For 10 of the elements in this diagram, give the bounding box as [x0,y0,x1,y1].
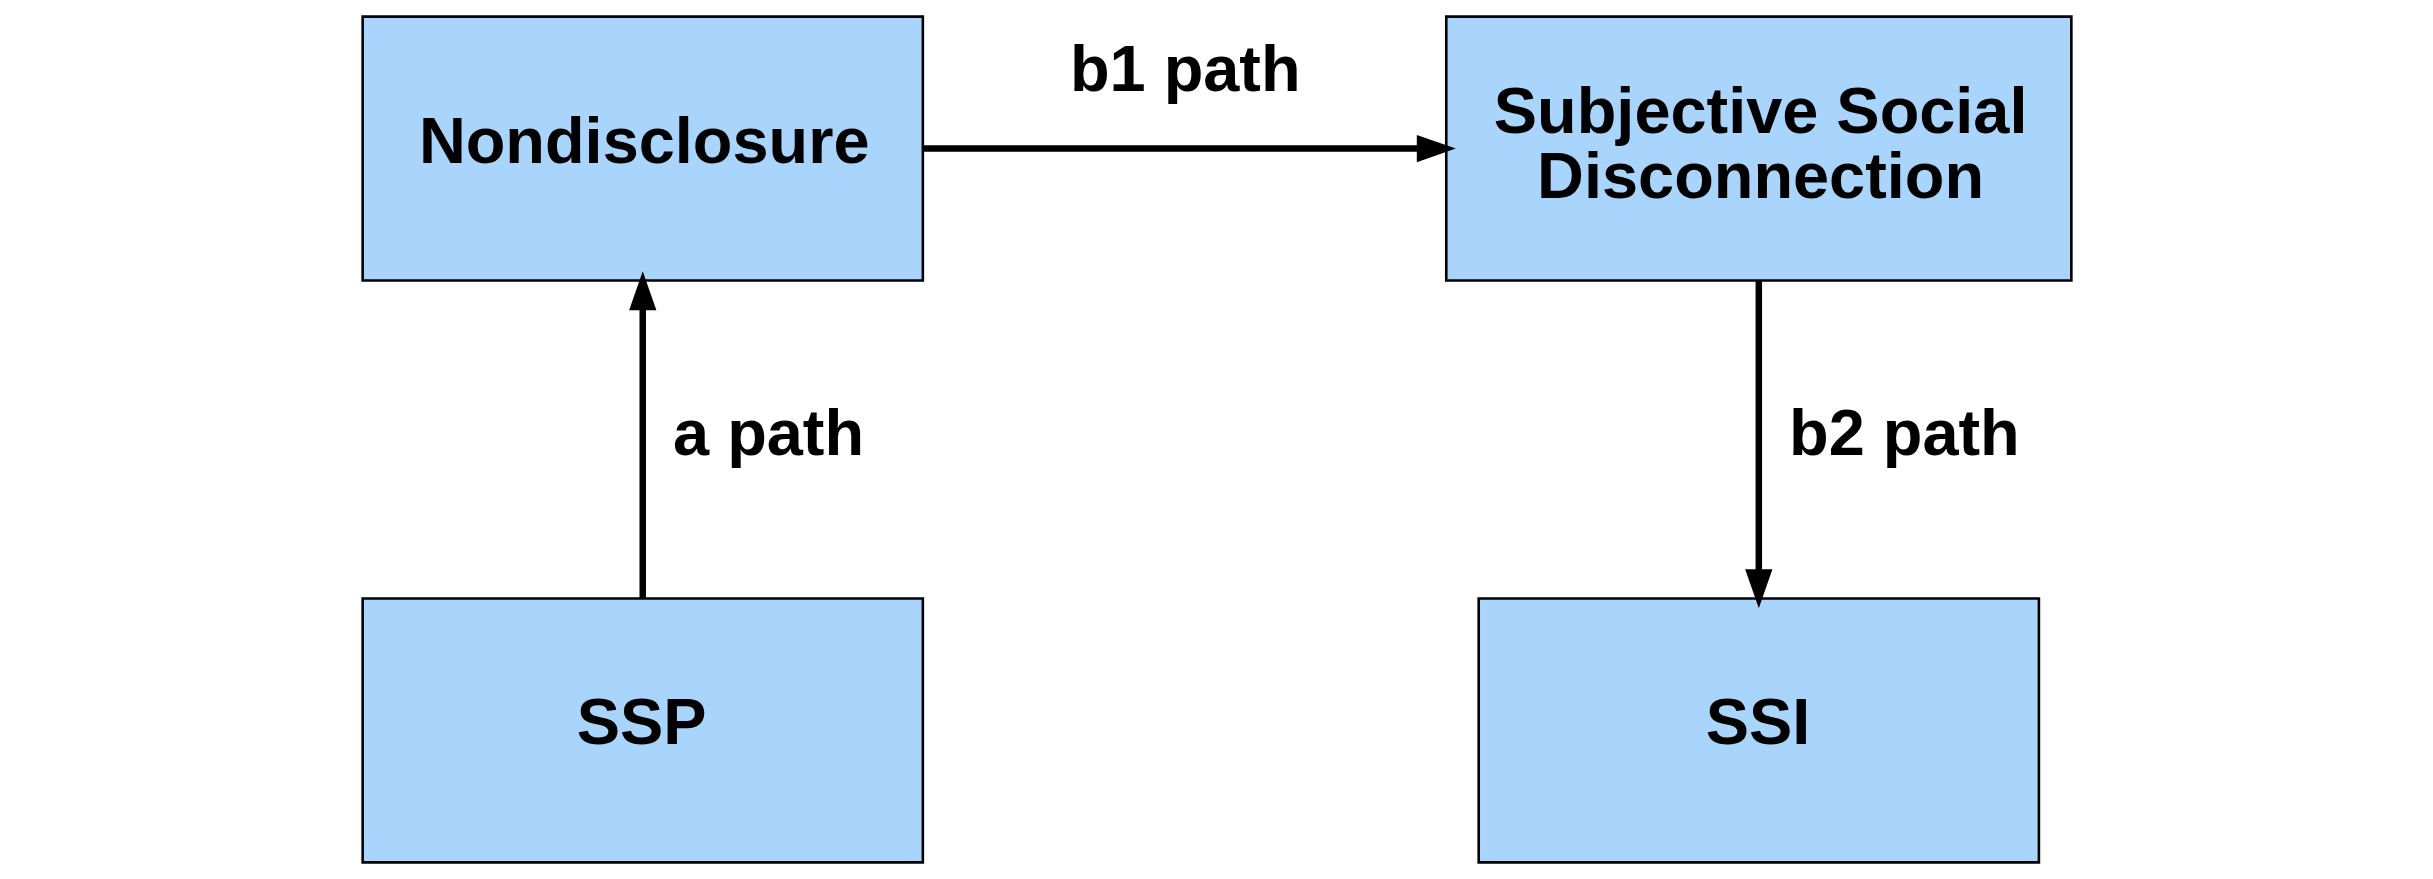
node-box: SSI [1476,597,2040,864]
edge-label: a path [672,395,864,469]
edge-label: b1 path [1069,32,1301,106]
arrow [922,134,1456,163]
node-box: SSP [360,597,924,864]
arrow [628,271,656,599]
node-box: Subjective Social Disconnection [1444,15,2073,282]
arrow [1744,281,1772,609]
node-box: Nondisclosure [360,15,924,282]
edge-label: b2 path [1788,395,2020,469]
